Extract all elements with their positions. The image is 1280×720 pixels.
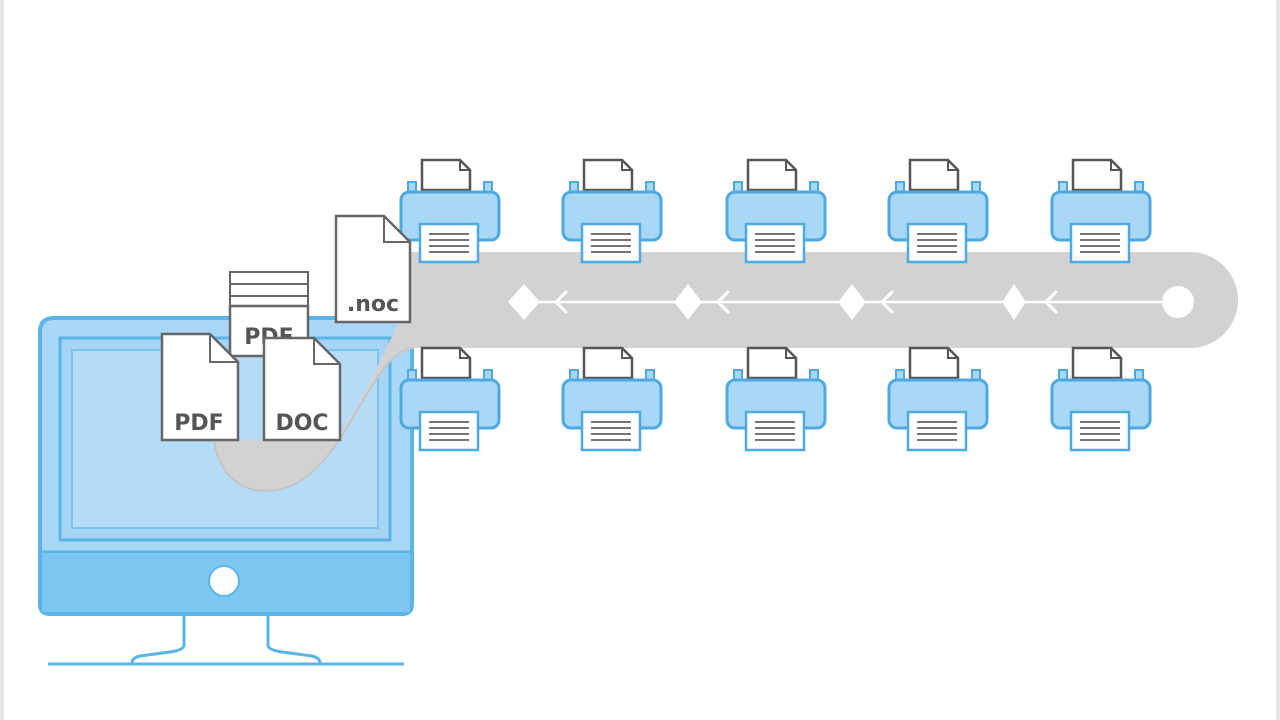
printer-icon (399, 346, 501, 452)
left-arrow-icon (879, 290, 894, 314)
printer-icon (1050, 346, 1152, 452)
printer-icon (561, 346, 663, 452)
flow-node (674, 284, 702, 320)
flow-start-node (1162, 286, 1194, 318)
printer-icon (887, 346, 989, 452)
document-label: .noc (347, 292, 399, 317)
power-button-icon (208, 565, 240, 597)
document-icon: .noc (334, 214, 412, 324)
printer-icon (887, 158, 989, 264)
flow-node (838, 284, 866, 320)
document-label: PDF (174, 411, 223, 436)
printer-icon (1050, 158, 1152, 264)
document-icon: DOC (262, 336, 342, 442)
printer-icon (725, 158, 827, 264)
left-arrow-icon (553, 290, 568, 314)
print-flow-pipe (213, 252, 1238, 492)
document-icon: PDF (160, 332, 240, 442)
left-arrow-icon (1043, 290, 1058, 314)
printer-icon (399, 158, 501, 264)
printer-icon (725, 346, 827, 452)
flow-node (1002, 284, 1026, 320)
printer-icon (561, 158, 663, 264)
left-arrow-icon (715, 290, 730, 314)
flow-node (508, 284, 540, 320)
document-label: DOC (275, 411, 328, 436)
